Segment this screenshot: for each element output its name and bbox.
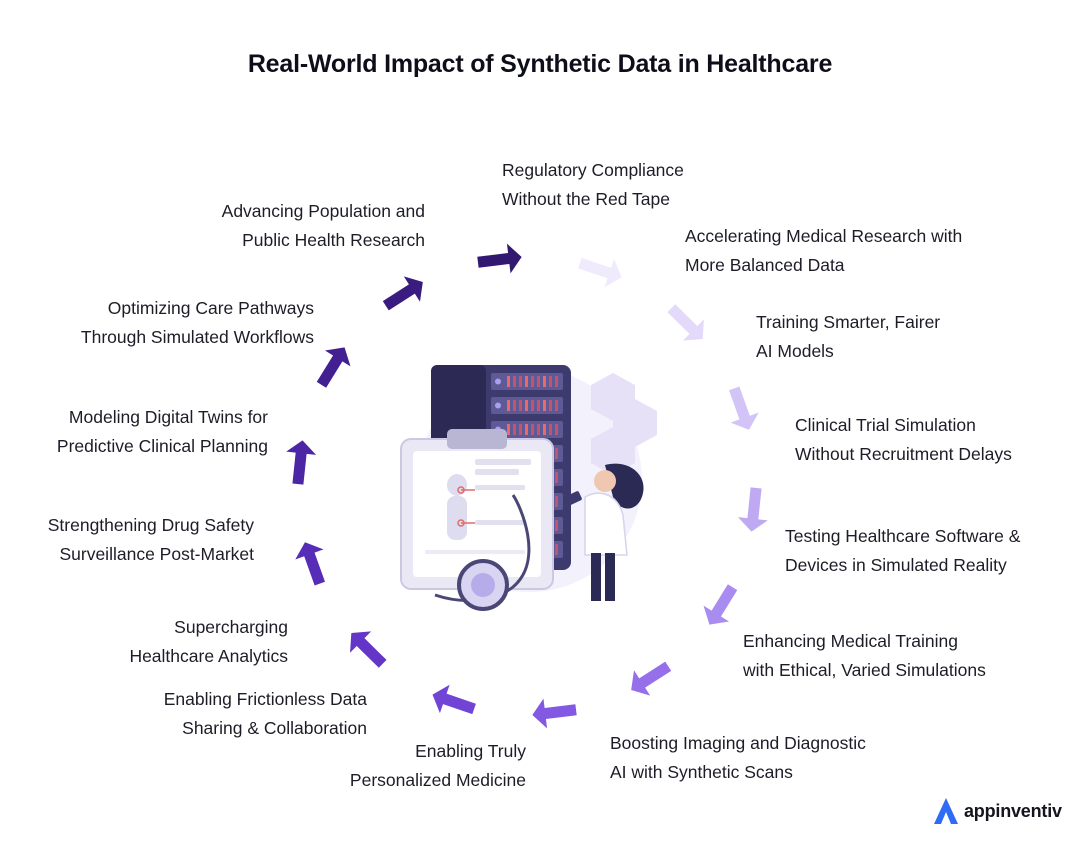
chevron-arrow-icon <box>432 684 476 715</box>
page-title: Real-World Impact of Synthetic Data in H… <box>247 50 833 78</box>
chevron-arrow-icon <box>286 440 317 485</box>
appinventiv-logo-icon <box>934 798 958 824</box>
chevron-arrow-icon <box>737 487 768 532</box>
stethoscope-icon <box>434 494 531 611</box>
brand-name: appinventiv <box>964 800 1062 821</box>
chevron-arrow-icon <box>667 304 704 341</box>
chevron-arrow-icon <box>703 584 738 625</box>
chevron-arrow-icon <box>382 276 423 311</box>
chevron-arrow-icon <box>350 631 387 668</box>
doctor-figure-icon <box>566 463 644 601</box>
chevron-arrow-icon <box>295 542 325 586</box>
chevron-arrow-icon <box>477 243 522 274</box>
chevron-arrow-icon <box>631 661 672 696</box>
chevron-arrow-icon <box>729 386 759 430</box>
chevron-arrow-icon <box>532 698 577 729</box>
chevron-arrow-icon <box>578 257 622 288</box>
chevron-arrow-icon <box>316 347 351 388</box>
label-testing-software-devices: Testing Healthcare Software &Devices in … <box>785 526 1021 575</box>
hexagon-shapes <box>591 373 657 475</box>
brand-logo: appinventiv <box>932 796 1062 826</box>
healthcare-illustration <box>400 365 657 611</box>
clipboard-icon <box>400 429 554 590</box>
